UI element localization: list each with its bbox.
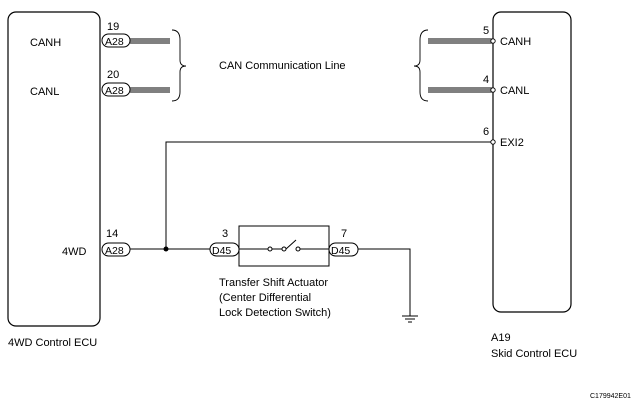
right-terminal-canl [490,87,496,93]
left-brace [171,29,187,102]
switch-connector-out-label: D45 [331,245,350,257]
right-signal-exi2: EXI2 [500,137,524,149]
left-pin-20: 20 [107,69,119,81]
right-signal-canl: CANL [500,85,529,97]
left-signal-canh: CANH [30,37,61,49]
right-signal-canh: CANH [500,36,531,48]
exi2-wire [165,141,493,251]
switch-pin-out: 7 [341,228,347,240]
right-ecu-code: A19 [491,332,511,344]
left-connector-canh-label: A28 [105,36,124,48]
left-pin-19: 19 [107,21,119,33]
switch-connector-in-label: D45 [212,245,231,257]
ground-wire [358,248,411,316]
right-ecu-box [492,11,572,313]
right-ecu-label: Skid Control ECU [491,348,577,360]
ground-icon [402,315,418,323]
switch-label-line2: (Center Differential [219,292,311,304]
right-pin-5: 5 [483,25,489,37]
left-signal-canl: CANL [30,86,59,98]
right-pin-6: 6 [483,126,489,138]
left-connector-canl [101,82,131,97]
left-ecu-box [7,11,101,327]
twisted-pair-canh-right [428,38,493,44]
left-signal-4wd: 4WD [62,246,87,258]
figure-code: C179942E01 [590,393,631,400]
left-pin-14: 14 [106,228,118,240]
left-connector-canl-label: A28 [105,85,124,97]
right-brace [413,29,429,102]
right-terminal-exi2 [490,139,496,145]
twisted-pair-canl-left [130,87,170,93]
switch-box [238,225,330,267]
splice-point [163,246,169,252]
switch-label-line3: Lock Detection Switch) [219,307,331,319]
can-line-label: CAN Communication Line [219,60,346,72]
switch-pin-in: 3 [222,228,228,240]
left-ecu-label: 4WD Control ECU [8,337,97,349]
left-connector-4wd-label: A28 [105,245,124,257]
left-connector-canh [101,33,131,48]
right-pin-4: 4 [483,74,489,86]
twisted-pair-canl-right [428,87,493,93]
twisted-pair-canh-left [130,38,170,44]
switch-contact [239,239,329,252]
right-terminal-canh [490,38,496,44]
switch-label-line1: Transfer Shift Actuator [219,277,328,289]
